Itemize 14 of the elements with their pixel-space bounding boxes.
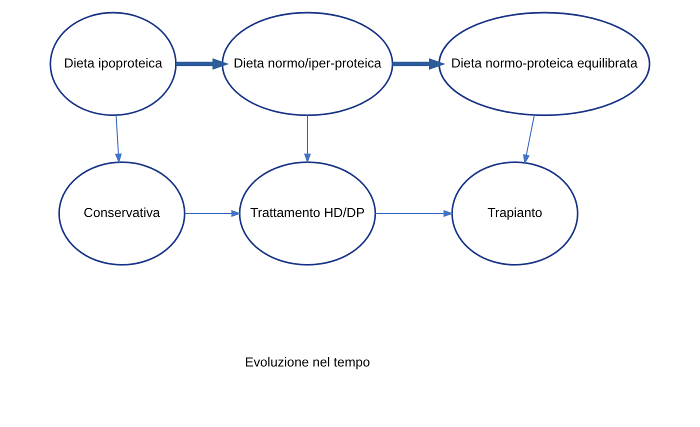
arrow xyxy=(176,58,229,70)
arrow xyxy=(184,210,242,217)
arrow xyxy=(523,115,535,164)
node-ellipse: Trattamento HD/DP xyxy=(238,161,376,266)
node-ellipse: Conservativa xyxy=(58,161,186,266)
node-ellipse: Dieta normo/iper-proteica xyxy=(222,12,394,116)
arrow xyxy=(376,210,454,217)
arrow xyxy=(392,58,446,70)
arrow xyxy=(114,115,122,164)
node-ellipse: Trapianto xyxy=(451,161,578,266)
node-ellipse: Dieta ipoproteica xyxy=(50,12,177,116)
arrow xyxy=(304,115,311,164)
label: Evoluzione nel tempo xyxy=(244,354,370,370)
node-ellipse: Dieta normo-proteica equilibrata xyxy=(438,12,650,116)
